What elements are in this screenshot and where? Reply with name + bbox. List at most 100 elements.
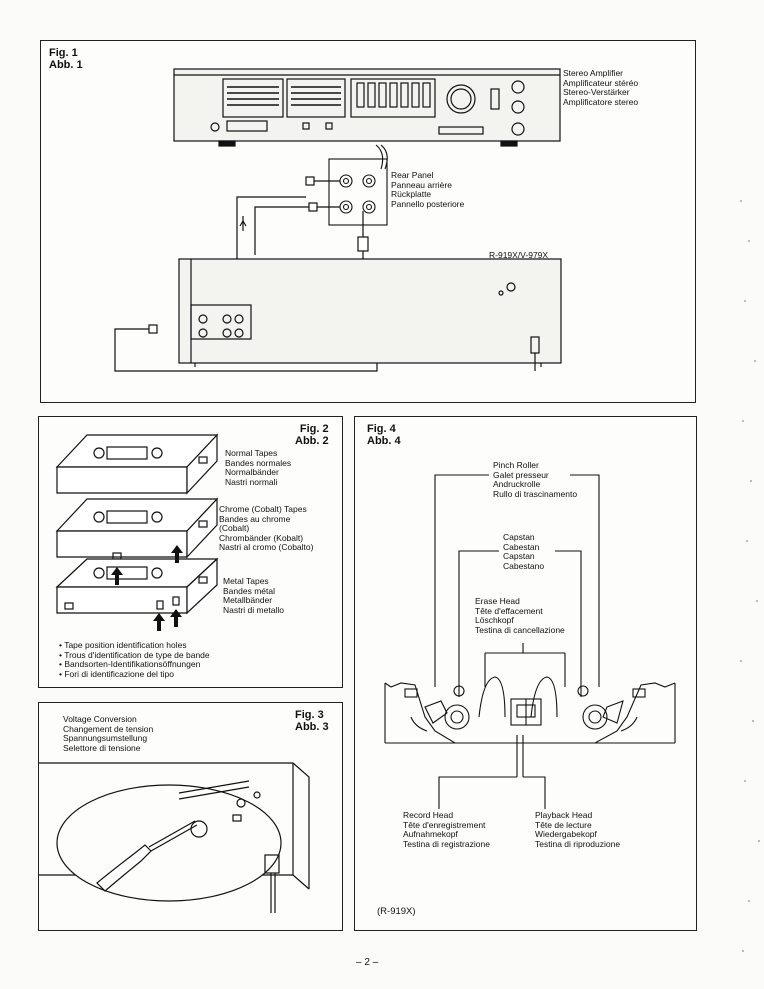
fig1-panel: Fig. 1 Abb. 1 xyxy=(40,40,696,403)
note-en: • Tape position identification holes xyxy=(59,640,210,651)
amplifier-label-de: Stereo-Verstärker xyxy=(563,87,630,98)
page-number: – 2 – xyxy=(356,957,379,968)
erase-head-label: Erase Head Tête d'effacement Löschkopf T… xyxy=(475,596,565,635)
note-it-text: Fori di identificazione del tipo xyxy=(64,668,174,679)
fig2-title-de: Abb. 2 xyxy=(295,435,329,447)
fig2-cassettes xyxy=(55,433,219,631)
cassette-deck-rear xyxy=(178,258,562,371)
fig4-title-de: Abb. 4 xyxy=(367,435,401,447)
voltage-en: Voltage Conversion xyxy=(63,714,137,724)
playback-head-fr: Tête de lecture xyxy=(535,819,592,830)
rear-panel-label-en: Rear Panel xyxy=(391,170,434,180)
playback-head-it: Testina di riproduzione xyxy=(535,838,621,849)
pinch-roller-en: Pinch Roller xyxy=(493,460,539,470)
metal-cassette-drawing xyxy=(55,557,219,615)
note-it: • Fori di identificazione del tipo xyxy=(59,668,210,680)
pinch-roller-it: Rullo di trascinamento xyxy=(493,488,578,499)
amplifier-label: Stereo Amplifier Amplificateur stéréo St… xyxy=(563,68,639,107)
voltage-fr: Changement de tension xyxy=(63,723,154,734)
record-head-fr: Tête d'enregistrement xyxy=(403,819,486,830)
fig3-title: Fig. 3 Abb. 3 xyxy=(295,709,329,733)
rear-panel-label: Rear Panel Panneau arrière Rückplatte Pa… xyxy=(391,170,465,209)
chrome-cassette-drawing xyxy=(55,497,219,560)
chrome-tapes-it: Nastri al cromo (Cobalto) xyxy=(219,542,314,553)
capstan-en: Capstan xyxy=(503,532,535,542)
voltage-it: Selettore di tensione xyxy=(63,742,141,753)
playback-head-en: Playback Head xyxy=(535,810,593,820)
metal-tapes-fr: Bandes métal xyxy=(223,585,275,596)
fig1-title-de: Abb. 1 xyxy=(49,59,83,71)
fig3-panel: Fig. 3 Abb. 3 Voltage Conversion Changem… xyxy=(38,702,343,931)
stereo-amplifier-drawing xyxy=(173,68,561,147)
erase-head-it: Testina di cancellazione xyxy=(475,624,565,635)
fig1-title-en: Fig. 1 xyxy=(49,47,78,59)
note-de: • Bandsorten-Identifikationsöffnungen xyxy=(59,659,210,670)
identification-arrows xyxy=(111,545,183,631)
chrome-tapes-label: Chrome (Cobalt) Tapes Bandes au chrome (… xyxy=(219,504,314,553)
fig1-diagram xyxy=(114,68,562,372)
fig4-panel: Fig. 4 Abb. 4 Pinch Roller Galet presseu… xyxy=(354,416,697,931)
fig4-model-label: (R-919X) xyxy=(377,906,416,917)
fig4-diagram xyxy=(384,474,676,809)
amplifier-label-en: Stereo Amplifier xyxy=(563,68,623,78)
metal-tapes-label: Metal Tapes Bandes métal Metallbänder Na… xyxy=(223,576,284,615)
chrome-tapes-fr: Bandes au chrome xyxy=(219,513,291,524)
record-head-label: Record Head Tête d'enregistrement Aufnah… xyxy=(403,810,490,849)
normal-tapes-label: Normal Tapes Bandes normales Normalbände… xyxy=(225,448,292,487)
fig4-title: Fig. 4 Abb. 4 xyxy=(367,423,401,447)
record-head-it: Testina di registrazione xyxy=(403,838,490,849)
bullet: • xyxy=(59,668,62,679)
fig3-title-en: Fig. 3 xyxy=(295,709,324,721)
chrome-tapes-en: Chrome (Cobalt) Tapes xyxy=(219,504,307,514)
voltage-conversion-label: Voltage Conversion Changement de tension… xyxy=(63,714,154,753)
erase-head-fr: Tête d'effacement xyxy=(475,605,543,616)
capstan-de: Capstan xyxy=(503,551,535,562)
rear-panel-label-fr: Panneau arrière xyxy=(391,179,452,190)
note-fr: • Trous d'identification de type de band… xyxy=(59,649,210,661)
voltage-de: Spannungsumstellung xyxy=(63,733,148,744)
amplifier-label-fr: Amplificateur stéréo xyxy=(563,77,639,88)
pinch-roller-fr: Galet presseur xyxy=(493,469,549,480)
bullet: • xyxy=(59,659,62,670)
pinch-roller-de: Andruckrolle xyxy=(493,479,541,490)
chrome-tapes-de: Chrombänder (Kobalt) xyxy=(219,532,304,543)
playback-head-de: Wiedergabekopf xyxy=(535,829,597,840)
capstan-it: Cabestano xyxy=(503,560,545,571)
fig2-panel: Fig. 2 Abb. 2 xyxy=(38,416,343,688)
fig1-model-label: R-919X/V-979X xyxy=(489,250,549,260)
metal-tapes-en: Metal Tapes xyxy=(223,576,269,586)
normal-tapes-it: Nastri normali xyxy=(225,476,278,487)
fig4-title-en: Fig. 4 xyxy=(367,423,396,435)
fig2-title-en: Fig. 2 xyxy=(299,423,329,435)
normal-tapes-en: Normal Tapes xyxy=(225,448,278,458)
note-fr-text: Trous d'identification de type de bande xyxy=(64,649,210,660)
erase-head-en: Erase Head xyxy=(475,596,520,606)
note-en-text: Tape position identification holes xyxy=(64,640,187,650)
fig3-diagram xyxy=(39,762,310,913)
record-head-de: Aufnahmekopf xyxy=(403,829,458,840)
capstan-label: Capstan Cabestan Capstan Cabestano xyxy=(503,532,545,571)
bullet: • xyxy=(59,640,62,650)
tape-mechanism-drawing xyxy=(384,676,676,744)
normal-tapes-fr: Bandes normales xyxy=(225,457,292,468)
pinch-roller-label: Pinch Roller Galet presseur Andruckrolle… xyxy=(493,460,578,499)
record-head-en: Record Head xyxy=(403,810,454,820)
note-de-text: Bandsorten-Identifikationsöffnungen xyxy=(64,659,201,670)
rear-panel-label-it: Pannello posteriore xyxy=(391,198,465,209)
bullet: • xyxy=(59,649,62,660)
rear-panel-label-de: Rückplatte xyxy=(391,189,432,200)
identification-notes: • Tape position identification holes • T… xyxy=(59,640,210,680)
scan-edge-noise xyxy=(740,200,760,952)
amplifier-label-it: Amplificatore stereo xyxy=(563,96,639,107)
metal-tapes-it: Nastri di metallo xyxy=(223,604,284,615)
noise-dots xyxy=(740,200,760,952)
chrome-tapes-fr2: (Cobalt) xyxy=(219,523,250,534)
playback-head-label: Playback Head Tête de lecture Wiedergabe… xyxy=(535,810,621,849)
fig1-title: Fig. 1 Abb. 1 xyxy=(49,47,83,71)
capstan-fr: Cabestan xyxy=(503,541,540,552)
erase-head-de: Löschkopf xyxy=(475,615,514,626)
normal-tapes-de: Normalbänder xyxy=(225,467,279,478)
fig3-title-de: Abb. 3 xyxy=(295,721,329,733)
normal-cassette-drawing xyxy=(55,433,219,495)
rear-panel-inset xyxy=(328,144,388,226)
